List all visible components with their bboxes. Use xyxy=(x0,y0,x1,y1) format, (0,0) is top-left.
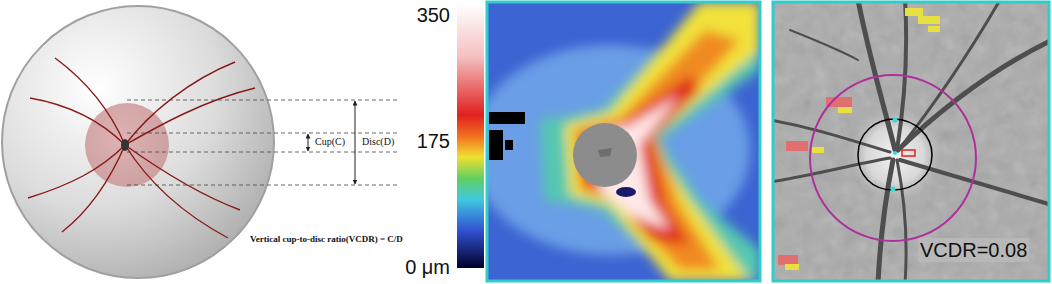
panel-border xyxy=(487,2,760,281)
scale-tick-label: 0 μm xyxy=(403,255,452,279)
missing-data xyxy=(489,112,525,160)
cup-marker xyxy=(902,150,915,156)
disc-mask xyxy=(573,123,637,187)
scale-tick-label: 350 xyxy=(415,3,452,27)
panel-border xyxy=(773,2,1049,281)
scale-tick-label: 175 xyxy=(415,129,452,153)
dimension-label: Cup(C) xyxy=(313,136,347,148)
optic-cup xyxy=(121,139,129,151)
optic-disc xyxy=(85,103,169,187)
thickness-map xyxy=(487,2,760,281)
retinal-vessels xyxy=(28,58,255,238)
ratio-value: VCDR=0.08 xyxy=(918,238,1029,262)
cup-arrow xyxy=(308,134,309,151)
colorbar xyxy=(457,4,484,268)
scan-circle xyxy=(810,75,976,241)
deviation-marks xyxy=(778,8,940,270)
low-spot xyxy=(616,187,636,197)
disc-arrow xyxy=(355,101,356,184)
formula-label: Vertical cup-to-disc ratio(VCDR) = C/D xyxy=(248,234,405,245)
eyeball xyxy=(2,6,274,278)
dimension-lines xyxy=(127,100,400,185)
dimension-label: Disc(D) xyxy=(360,136,396,148)
fundus-image xyxy=(773,2,1049,281)
fundus-vessels xyxy=(773,2,1049,281)
disc-contour xyxy=(858,119,932,190)
